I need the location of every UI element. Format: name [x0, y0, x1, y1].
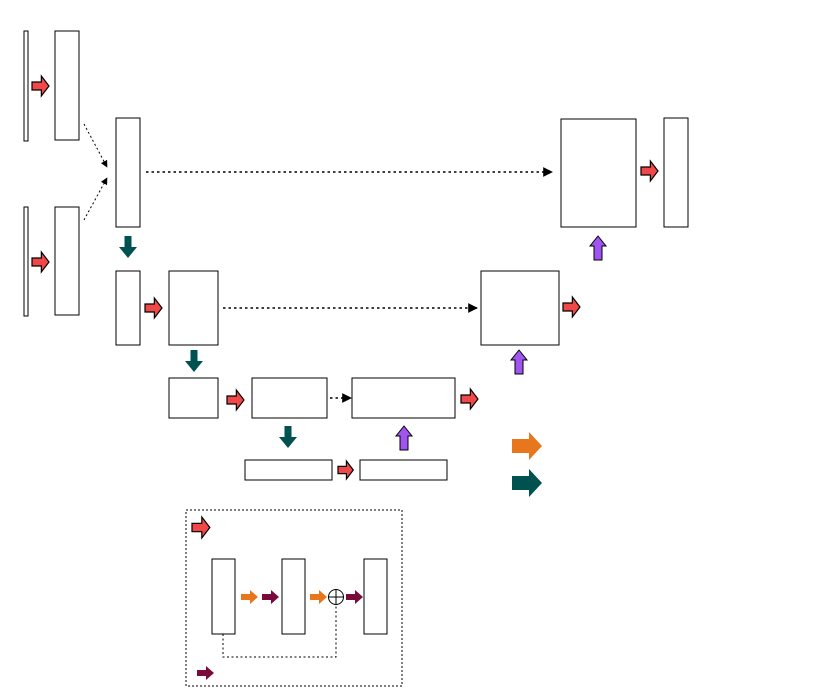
merge-arrow-top	[83, 123, 108, 168]
decoder-level-3-block	[351, 377, 456, 419]
downsample-arrow-icon	[279, 426, 297, 448]
upsample-arrow-icon	[588, 235, 608, 261]
residual-skip-path	[222, 605, 337, 658]
encoder-level-2-pooled-block	[115, 270, 141, 346]
encoder-level-1-block	[115, 117, 141, 228]
activation-arrow-icon	[346, 590, 363, 604]
sum-node-icon	[328, 589, 344, 605]
output-block	[663, 117, 689, 228]
encoder-level-3-pooled-block	[168, 377, 219, 419]
bottleneck-pooled-block	[244, 459, 333, 481]
downsample-arrow-icon	[185, 350, 203, 372]
input-2-strip	[23, 206, 29, 317]
detail-input-block	[211, 558, 236, 635]
residual-block-arrow-icon	[31, 250, 50, 274]
input-2-feature-block	[54, 206, 80, 316]
bottleneck-block	[359, 459, 448, 481]
conv-arrow-icon	[310, 590, 327, 604]
encoder-level-2-block	[168, 270, 219, 346]
downsample-arrow-icon	[119, 236, 137, 258]
residual-block-arrow-icon	[460, 387, 479, 411]
residual-block-arrow-icon	[191, 515, 211, 540]
upsample-arrow-icon	[394, 425, 414, 451]
upsample-arrow-icon	[509, 349, 529, 375]
encoder-level-3-block	[251, 377, 328, 419]
residual-block-arrow-icon	[640, 159, 659, 183]
legend-activation-arrow-icon	[197, 666, 214, 680]
activation-arrow-icon	[262, 590, 279, 604]
input-1-feature-block	[54, 30, 80, 141]
conv-arrow-icon	[241, 590, 258, 604]
residual-block-arrow-icon	[144, 296, 163, 320]
residual-block-arrow-icon	[31, 74, 50, 98]
residual-block-arrow-icon	[337, 459, 355, 481]
legend-conv-arrow-icon	[512, 432, 542, 460]
input-1-strip	[23, 30, 29, 142]
merge-arrow-bottom	[83, 177, 108, 221]
residual-block-arrow-icon	[226, 388, 245, 412]
legend-downsample-arrow-icon	[512, 469, 542, 497]
decoder-level-2-block	[480, 270, 560, 346]
residual-block-arrow-icon	[562, 295, 581, 319]
decoder-level-1-block	[560, 118, 637, 228]
detail-middle-block	[281, 558, 306, 635]
detail-output-block	[363, 558, 388, 635]
residual-block-detail-panel	[185, 509, 403, 687]
